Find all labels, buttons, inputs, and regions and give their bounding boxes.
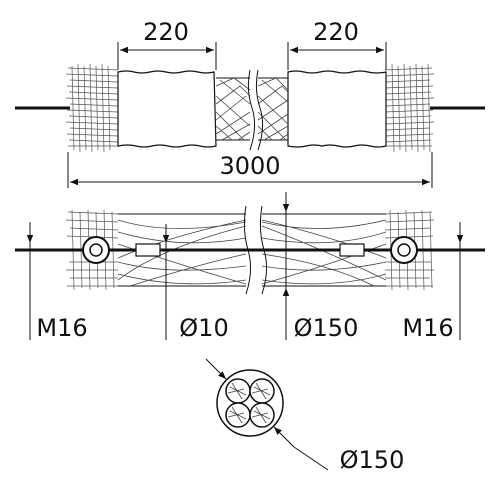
top-view: 220 220 3000 [15, 18, 485, 188]
cross-section-diameter-label: Ø150 [340, 446, 405, 474]
cross-section-outer-circle [216, 369, 284, 437]
inner-diameter-label: Ø10 [179, 314, 228, 342]
left-ferrule [135, 243, 161, 257]
left-sleeve [117, 70, 217, 148]
strand-top-left [225, 378, 251, 404]
left-eye-bolt [82, 236, 110, 264]
right-ferrule [339, 243, 365, 257]
outer-diameter-label: Ø150 [294, 314, 359, 342]
left-fringe [65, 63, 119, 153]
right-segment-label: 220 [313, 18, 359, 46]
right-thread-label: M16 [402, 314, 453, 342]
left-segment-label: 220 [143, 18, 189, 46]
strand-top-right [249, 378, 275, 404]
side-view: M16 Ø10 Ø150 M16 [15, 192, 485, 342]
cross-section: Ø150 [205, 358, 405, 474]
right-eye-bolt [390, 236, 418, 264]
strand-bottom-left [225, 402, 251, 428]
right-sleeve [287, 70, 387, 148]
cross-section-dim-line [273, 426, 295, 448]
strand-bottom-right [249, 402, 275, 428]
overall-length-label: 3000 [219, 152, 280, 180]
braided-middle-top [215, 69, 289, 151]
right-fringe [384, 63, 435, 153]
left-thread-label: M16 [36, 314, 87, 342]
